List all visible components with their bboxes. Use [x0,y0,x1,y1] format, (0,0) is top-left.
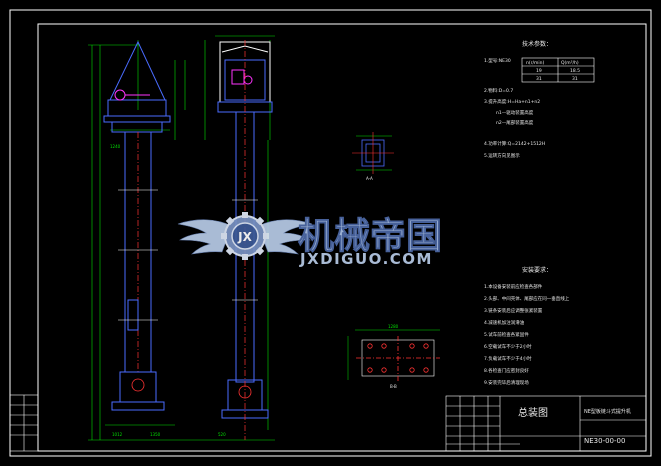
install-line-3: 4.减速机加注润滑油 [484,319,525,326]
note-line-5: 4.功率计算:Q=2142+1512H [484,140,545,147]
table-cell-0-0: 19 [536,68,542,74]
install-requirements: 安装要求： 1.本设备安装前应检查各部件 2.头部、中间壳体、尾部应在同一垂直线… [484,266,570,386]
title-block [445,395,647,452]
wings-logo [177,219,313,255]
watermark: JX 机械帝国 JXDIGUO.COM [177,212,442,268]
note-line-2: 3.提升高度:H=Ha+n1+n2 [484,98,540,105]
note-line-0: 1.型号:NE30 [484,57,511,64]
note-line-1: 2.物料:D=0.7 [484,87,513,94]
param-table [521,57,595,83]
install-heading: 安装要求： [522,266,552,274]
install-line-1: 2.头部、中间壳体、尾部应在同一垂直线上 [484,295,570,302]
gear-icon: JX [221,212,269,260]
watermark-cn: 机械帝国 [298,216,442,257]
drawing-number: NE30-00-00 [584,437,625,445]
front-view-elevator: 1240 1012 1350 [88,40,205,441]
product-name: NE型板链斗式提升机 [584,408,631,415]
install-line-0: 1.本设备安装前应检查各部件 [484,283,543,290]
note-line-3: n1—驱动装置高度 [496,109,534,116]
dim-label-4: 520 [218,432,226,437]
dim-label-5: 1280 [388,324,399,329]
note-line-6: 5.运转方向见图示 [484,152,520,159]
table-cell-0-1: 18.5 [570,68,580,74]
install-line-4: 5.试车前检查各紧固件 [484,331,529,338]
detail-view-foundation: 1280 B-B [347,324,440,389]
detail-view-top: A-A [352,132,394,181]
notes-block: 1.型号:NE30 2.物料:D=0.7 3.提升高度:H=Ha+n1+n2 n… [484,57,545,159]
watermark-en: JXDIGUO.COM [299,250,433,268]
view-label-a: A-A [366,176,373,181]
tech-params: 技术参数： n(r/min) Q(m³/h) 19 18.5 31 31 [521,40,595,83]
table-cell-1-0: 31 [536,76,542,82]
install-line-7: 8.各检查门应密封良好 [484,367,529,374]
dim-label-1: 1240 [110,144,121,149]
install-line-8: 9.安装完毕后清理现场 [484,379,529,386]
install-line-2: 3.链条安装后应调整张紧装置 [484,307,543,314]
dim-label-3: 1350 [150,432,161,437]
logo-letters: JX [237,230,252,244]
note-line-4: n2—尾部装置高度 [496,119,534,126]
left-binding-strip [9,394,39,452]
inner-frame [37,23,647,452]
table-header-1: Q(m³/h) [561,60,579,66]
install-line-5: 6.空载试车不少于2小时 [484,343,532,350]
outer-frame [9,9,652,457]
table-header-0: n(r/min) [526,60,544,66]
table-cell-1-1: 31 [572,76,578,82]
install-line-6: 7.负载试车不少于4小时 [484,355,532,362]
view-label-b: B-B [390,384,397,389]
tech-params-heading: 技术参数： [522,40,552,48]
drawing-title: 总装图 [518,406,548,419]
dim-label-2: 1012 [112,432,123,437]
